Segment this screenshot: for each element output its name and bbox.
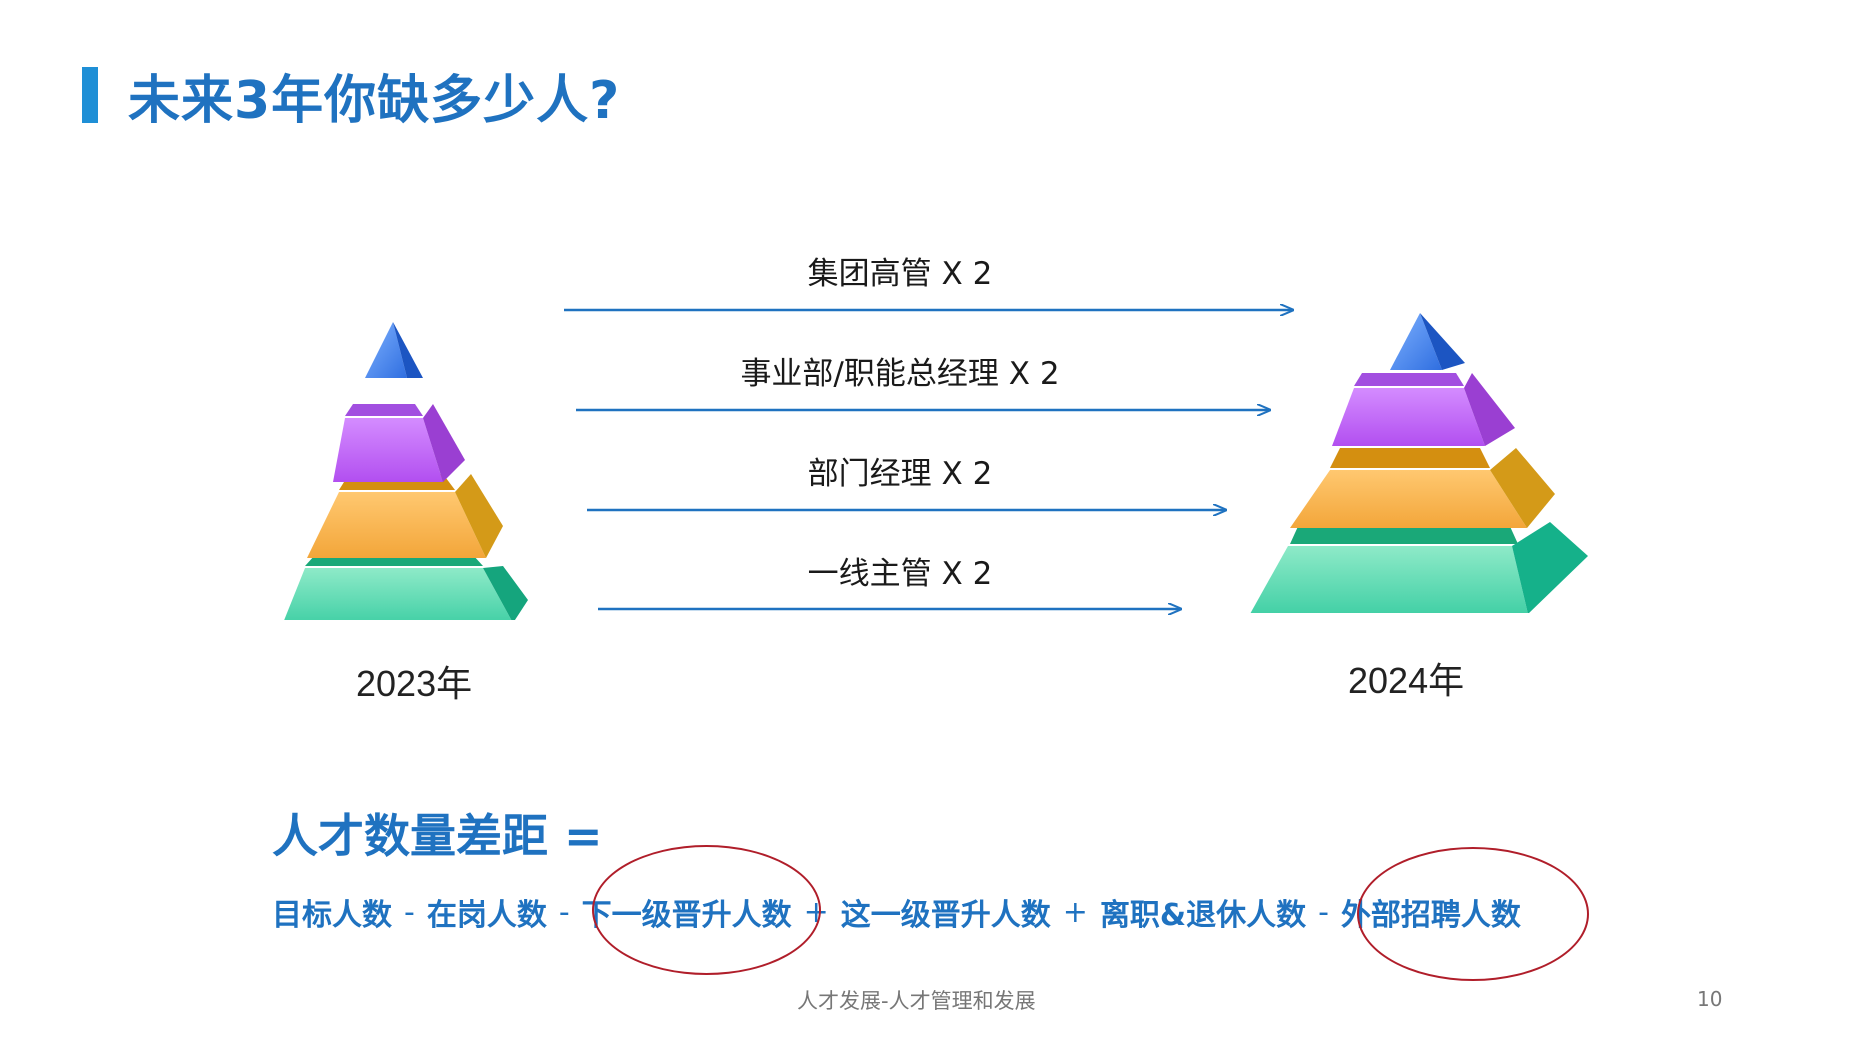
page-title: 未来3年你缺多少人? — [128, 71, 621, 131]
year-label-2023: 2023年 — [356, 663, 473, 704]
formula-term: 目标人数 — [272, 898, 392, 933]
tier-orange-2023 — [307, 474, 503, 558]
pyramid-2024 — [1250, 313, 1588, 613]
formula-term: 离职&退休人数 — [1099, 898, 1307, 933]
formula-term: 在岗人数 — [426, 898, 547, 933]
pyramid-2023 — [284, 322, 528, 620]
title-accent-bar — [82, 67, 98, 123]
tier-purple-2023 — [333, 404, 465, 482]
formula-operator: - — [558, 894, 570, 930]
tier-bottom-2024 — [1250, 522, 1588, 613]
highlight-circle-promotion — [592, 845, 821, 975]
year-label-2024: 2024年 — [1348, 660, 1465, 701]
arrow-label-2: 事业部/职能总经理 X 2 — [740, 356, 1060, 392]
formula-operator: + — [1062, 894, 1088, 930]
page-number: 10 — [1697, 987, 1723, 1011]
highlight-circle-external-hire — [1357, 847, 1589, 981]
arrow-label-4: 一线主管 X 2 — [807, 556, 993, 592]
tier-purple-2024 — [1332, 373, 1515, 446]
footer-text: 人才发展-人才管理和发展 — [797, 989, 1036, 1013]
arrow-label-3: 部门经理 X 2 — [807, 456, 993, 492]
tier-top-2024 — [1390, 313, 1465, 370]
formula-operator: - — [1318, 894, 1329, 930]
formula-operator: - — [404, 894, 415, 930]
arrow-label-1: 集团高管 X 2 — [807, 256, 993, 292]
formula-title: 人才数量差距 = — [272, 809, 603, 863]
formula-term: 这一级晋升人数 — [840, 898, 1051, 933]
formula-line: 目标人数 - 在岗人数 - 下一级晋升人数 + 这一级晋升人数 + 离职&退休人… — [272, 890, 1521, 934]
tier-top-2023 — [365, 322, 423, 378]
tier-orange-2024 — [1290, 448, 1555, 528]
